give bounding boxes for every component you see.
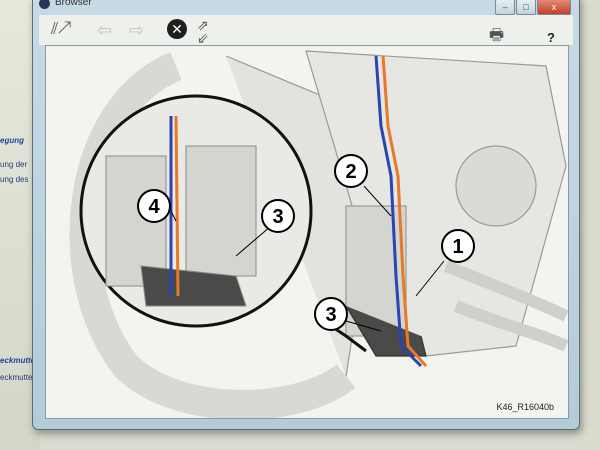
callout-3-inset: 3 <box>235 199 295 257</box>
toc-icon[interactable]: ⫽↗ <box>51 21 71 38</box>
browser-window: Browser – □ x ⫽↗ ⇦ ⇨ ✕ ⇗⇙ 🖶 ? <box>32 0 580 430</box>
callout-4: 4 <box>137 189 177 223</box>
bg-text: egung <box>0 136 24 145</box>
callout-1: 1 <box>415 229 475 297</box>
app-logo-icon <box>39 0 50 9</box>
back-arrow-icon[interactable]: ⇦ <box>97 20 113 40</box>
toolbar: ⫽↗ ⇦ ⇨ ✕ ⇗⇙ 🖶 ? <box>39 15 573 45</box>
print-icon[interactable]: 🖶 <box>489 27 505 44</box>
svg-text:4: 4 <box>148 196 160 218</box>
svg-text:3: 3 <box>272 206 283 228</box>
front-wheel <box>69 52 356 418</box>
callout-2: 2 <box>334 154 392 217</box>
close-window-button[interactable]: x <box>537 0 571 15</box>
sync-arrows-icon[interactable]: ⇗⇙ <box>197 17 209 46</box>
help-button[interactable]: ? <box>547 30 555 45</box>
motorcycle-diagram: 1 2 3 3 4 <box>69 50 568 418</box>
callout-3: 3 <box>314 297 382 332</box>
diagram-view: 1 2 3 3 4 K46_R16040b <box>45 45 569 419</box>
bg-text: eckmuttern <box>0 373 40 382</box>
stop-button[interactable]: ✕ <box>167 19 187 39</box>
figure-caption: K46_R16040b <box>496 402 554 412</box>
bg-text: eckmutter <box>0 356 39 365</box>
svg-text:1: 1 <box>452 236 463 258</box>
svg-text:2: 2 <box>345 161 356 183</box>
maximize-button[interactable]: □ <box>516 0 536 15</box>
forward-arrow-icon[interactable]: ⇨ <box>129 20 145 40</box>
title-bar[interactable]: Browser – □ x <box>33 0 579 15</box>
bg-text: ung des <box>0 175 29 184</box>
minimize-button[interactable]: – <box>495 0 515 15</box>
svg-text:3: 3 <box>325 304 336 326</box>
bg-text: ung der <box>0 160 28 169</box>
window-title: Browser <box>55 0 92 8</box>
